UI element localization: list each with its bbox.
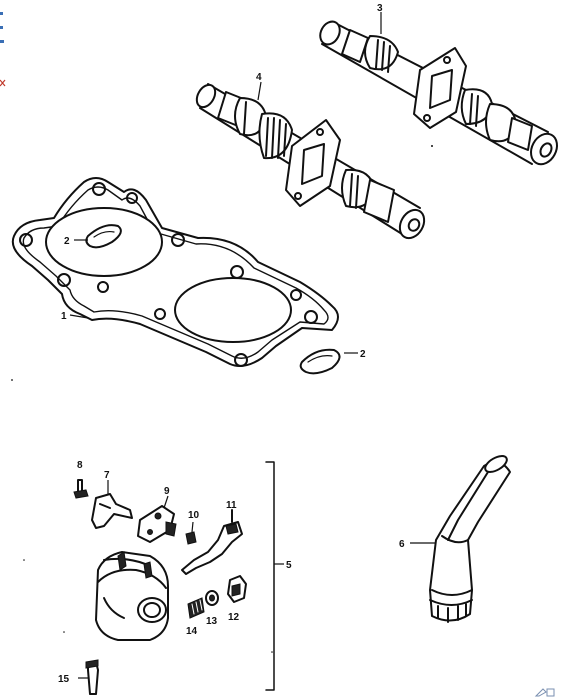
part-plate: 9	[137, 486, 177, 543]
part-screw: 10	[185, 510, 200, 545]
camshaft-upper: 3	[319, 3, 558, 166]
part-arm: 11	[181, 500, 243, 575]
part-spring: 14	[186, 597, 205, 637]
label-5: 6	[399, 539, 405, 550]
label-9: 9	[164, 486, 170, 497]
label-12: 12	[228, 612, 240, 623]
part-bolt: 15	[58, 659, 99, 695]
label-13: 13	[206, 616, 218, 627]
browser-edge-icons	[0, 12, 6, 87]
label-3: 3	[377, 3, 383, 14]
part-pipe: 6	[399, 455, 511, 623]
camshaft-lower: 4	[195, 72, 426, 240]
label-4: 4	[256, 72, 262, 83]
label-7: 7	[104, 470, 110, 481]
part-washer: 13	[205, 590, 219, 627]
part-pin: 8	[73, 460, 89, 499]
label-10: 10	[188, 510, 200, 521]
label-11: 11	[226, 500, 237, 511]
left-edge-marks	[0, 10, 8, 94]
oring-outer: 2	[299, 348, 366, 375]
part-nut: 12	[227, 575, 247, 623]
scan-specks	[11, 145, 433, 653]
label-6: 5	[286, 560, 292, 571]
label-1: 1	[61, 311, 67, 322]
part-housing	[95, 551, 169, 641]
part-lever: 7	[91, 470, 133, 529]
label-15: 15	[58, 674, 70, 685]
label-2a: 2	[64, 236, 70, 247]
label-8: 8	[77, 460, 83, 471]
assembly-bracket: 5	[265, 461, 292, 691]
label-2b: 2	[360, 349, 366, 360]
oring-inner: 2	[64, 224, 122, 249]
label-14: 14	[186, 626, 198, 637]
page-corner-icon	[534, 688, 555, 697]
head-gasket: 1	[11, 177, 339, 367]
